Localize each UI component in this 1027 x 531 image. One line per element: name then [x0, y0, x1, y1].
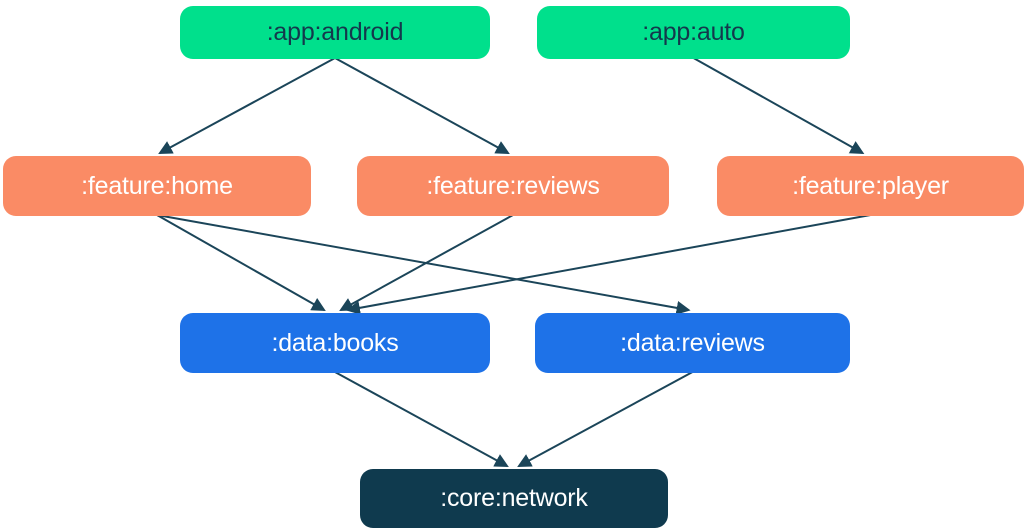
graph-node-app-auto: :app:auto [537, 6, 850, 59]
edge-app-android-to-feature-reviews [334, 57, 510, 155]
graph-node-data-reviews: :data:reviews [535, 313, 850, 373]
graph-node-label: :app:android [266, 18, 404, 46]
graph-node-app-android: :app:android [180, 6, 490, 59]
edge-feature-reviews-to-data-books [339, 214, 514, 312]
graph-node-label: :feature:player [792, 171, 949, 200]
edge-feature-home-to-data-books [156, 214, 326, 312]
graph-node-feature-reviews: :feature:reviews [357, 156, 669, 216]
graph-node-feature-home: :feature:home [3, 156, 311, 216]
graph-node-core-network: :core:network [360, 469, 668, 528]
graph-node-label: :data:reviews [620, 328, 765, 357]
graph-node-feature-player: :feature:player [717, 156, 1024, 216]
edge-data-books-to-core-network [334, 371, 509, 468]
edge-feature-player-to-data-books [345, 214, 871, 315]
edge-feature-home-to-data-reviews [156, 214, 691, 315]
graph-node-label: :data:books [271, 328, 399, 357]
edge-data-reviews-to-core-network [517, 371, 693, 468]
graph-node-label: :feature:reviews [426, 171, 600, 200]
edge-app-auto-to-feature-player [693, 57, 865, 155]
graph-node-label: :app:auto [642, 18, 745, 46]
graph-node-data-books: :data:books [180, 313, 490, 373]
graph-node-label: :core:network [440, 484, 588, 512]
edge-lines [156, 57, 871, 468]
graph-node-label: :feature:home [81, 171, 233, 200]
edge-app-android-to-feature-home [158, 57, 336, 155]
